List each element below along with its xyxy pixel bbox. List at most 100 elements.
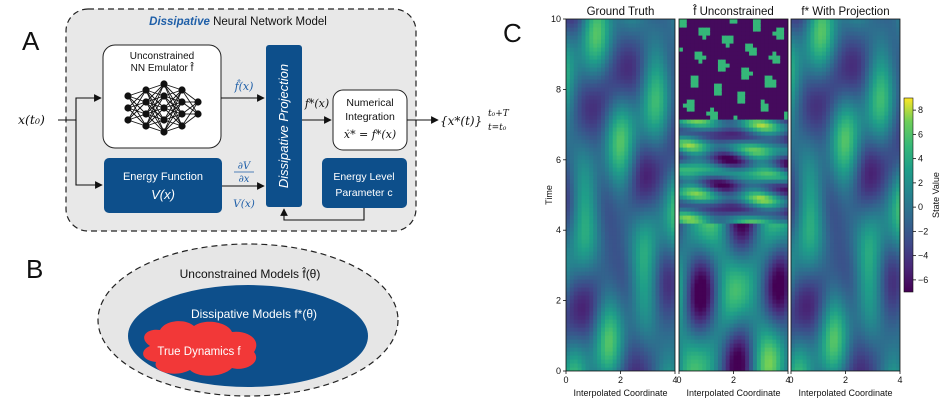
heatmap-cell [756, 335, 762, 340]
heatmap-cell [569, 163, 575, 168]
heatmap-cell [752, 323, 758, 328]
heatmap-cell [577, 59, 583, 64]
heatmap-cell [624, 75, 629, 80]
heatmap-cell [679, 199, 684, 204]
heatmap-cell [729, 99, 735, 104]
heatmap-cell [729, 303, 735, 308]
heatmap-cell [772, 91, 777, 96]
heatmap-cell [589, 43, 594, 48]
heatmap-cell [593, 79, 598, 84]
heatmap-cell [721, 299, 727, 304]
heatmap-cell [639, 39, 645, 44]
heatmap-cell [752, 171, 758, 176]
heatmap-cell [620, 235, 625, 240]
heatmap-cell [768, 215, 774, 220]
heatmap-cell [581, 111, 587, 116]
heatmap-cell [780, 131, 785, 136]
heatmap-cell [566, 211, 571, 216]
heatmap-cell [772, 363, 777, 368]
heatmap-cell [756, 91, 762, 96]
heatmap-cell [671, 351, 675, 356]
heatmap-cell [749, 255, 754, 260]
heatmap-cell [581, 103, 587, 108]
heatmap-cell [601, 279, 606, 284]
heatmap-cell [632, 191, 637, 196]
heatmap-cell [593, 103, 598, 108]
heatmap-cell [694, 119, 700, 124]
heatmap-cell [628, 59, 633, 64]
heatmap-cell [659, 187, 664, 192]
heatmap-cell [710, 319, 715, 324]
heatmap-cell [604, 175, 610, 180]
heatmap-cell [585, 155, 590, 160]
heatmap-cell [573, 339, 579, 344]
heatmap-cell [616, 51, 622, 56]
heatmap-cell [593, 367, 598, 371]
heatmap-cell [764, 231, 770, 236]
heatmap-cell [659, 75, 664, 80]
heatmap-cell [760, 171, 766, 176]
heatmap-cell [780, 107, 785, 112]
heatmap-cell [573, 247, 579, 252]
heatmap-cell [721, 99, 727, 104]
heatmap-cell [749, 259, 754, 264]
heatmap-cell [573, 95, 579, 100]
heatmap-cell [725, 131, 731, 136]
heatmap-cell [776, 291, 781, 296]
heatmap-cell [694, 135, 700, 140]
heatmap-cell [690, 319, 696, 324]
heatmap-cell [760, 59, 766, 64]
heatmap-cell [671, 291, 675, 296]
heatmap-cell [624, 311, 629, 316]
heatmap-cell [593, 339, 598, 344]
heatmap-cell [679, 163, 684, 168]
heatmap-cell [776, 211, 781, 216]
heatmap-cell [597, 239, 602, 244]
heatmap-cell [628, 259, 633, 264]
heatmap-cell [643, 199, 649, 204]
heatmap-cell [768, 143, 774, 148]
heatmap-cell [577, 271, 583, 276]
heatmap-cell [636, 115, 641, 120]
heatmap-cell [760, 111, 766, 116]
heatmap-cell [694, 299, 700, 304]
heatmap-cell [593, 219, 598, 224]
heatmap-cell [585, 199, 590, 204]
heatmap-cell [577, 35, 583, 40]
heatmap-cell [616, 43, 622, 48]
heatmap-cell [729, 231, 735, 236]
heatmap-cell [756, 247, 762, 252]
heatmap-cell [764, 35, 770, 40]
heatmap-cell [702, 351, 707, 356]
heatmap-cell [659, 267, 664, 272]
heatmap-cell [764, 291, 770, 296]
heatmap-cell [620, 215, 625, 220]
heatmap-cell [573, 155, 579, 160]
heatmap-cell [612, 211, 618, 216]
heatmap-cell [628, 343, 633, 348]
heatmap-cell [604, 139, 610, 144]
heatmap-cell [612, 51, 618, 56]
heatmap-cell [679, 339, 684, 344]
heatmap-cell [671, 51, 675, 56]
heatmap-cell [737, 299, 742, 304]
heatmap-cell [632, 347, 637, 352]
heatmap-cell [725, 175, 731, 180]
heatmap-cell [729, 279, 735, 284]
heatmap-cell [760, 39, 766, 44]
heatmap-cell [710, 91, 715, 96]
heatmap-cell [764, 127, 770, 132]
heatmap-cell [593, 211, 598, 216]
heatmap-cell [566, 331, 571, 336]
heatmap-cell [604, 295, 610, 300]
heatmap-cell [702, 115, 707, 120]
heatmap-cell [733, 23, 738, 28]
heatmap-cell [764, 187, 770, 192]
heatmap-cell [659, 179, 664, 184]
heatmap-cell [585, 251, 590, 256]
heatmap-cell [721, 31, 727, 36]
heatmap-cell [667, 175, 672, 180]
heatmap-cell [780, 143, 785, 148]
heatmap-cell [733, 359, 738, 364]
heatmap-cell [636, 67, 641, 72]
